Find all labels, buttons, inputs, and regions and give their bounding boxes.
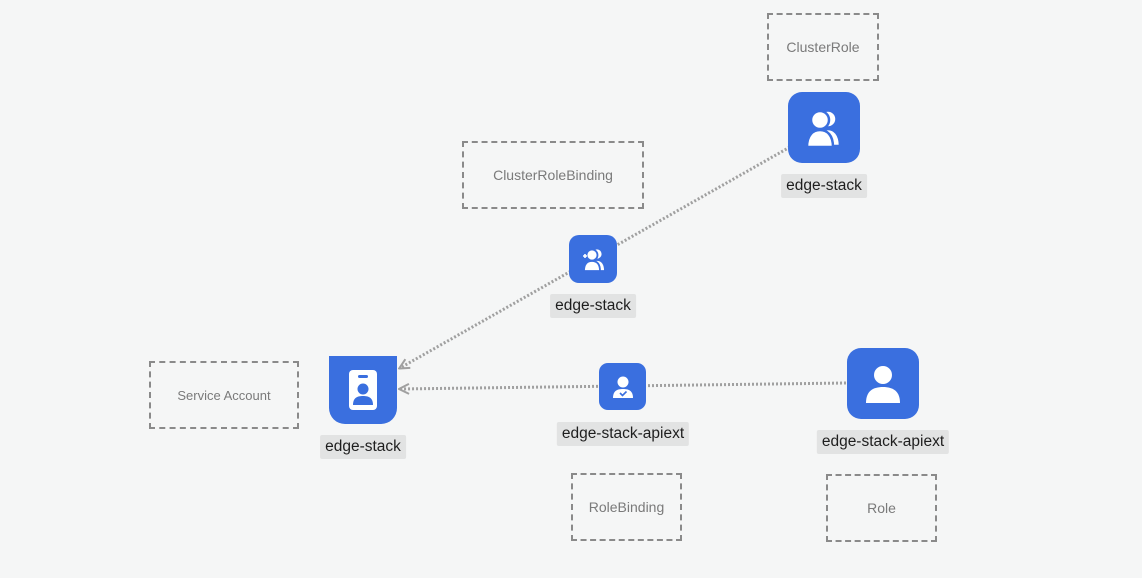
node-label-serviceaccount: edge-stack bbox=[320, 435, 406, 459]
kind-label-rolebinding: RoleBinding bbox=[588, 499, 665, 515]
node-clusterrolebinding[interactable] bbox=[569, 235, 617, 283]
users-group-icon bbox=[805, 108, 842, 148]
node-serviceaccount[interactable] bbox=[329, 356, 397, 424]
node-clusterrole[interactable] bbox=[788, 92, 860, 163]
node-label-clusterrole: edge-stack bbox=[781, 174, 867, 198]
kind-label-clusterrolebinding: ClusterRoleBinding bbox=[493, 167, 613, 183]
kind-box-rolebinding: RoleBinding bbox=[571, 473, 682, 541]
kind-label-clusterrole: ClusterRole bbox=[786, 39, 860, 55]
user-icon bbox=[866, 365, 900, 403]
node-label-role: edge-stack-apiext bbox=[816, 430, 950, 454]
kind-label-role: Role bbox=[867, 500, 896, 516]
id-badge-icon bbox=[349, 370, 377, 410]
kind-box-serviceaccount: Service Account bbox=[149, 361, 299, 429]
user-add-icon bbox=[583, 247, 606, 272]
kind-box-role: Role bbox=[826, 474, 937, 542]
node-label-rolebinding: edge-stack-apiext bbox=[556, 422, 690, 446]
node-label-clusterrolebinding: edge-stack bbox=[550, 294, 636, 318]
node-rolebinding[interactable] bbox=[599, 363, 646, 410]
kind-box-clusterrole: ClusterRole bbox=[767, 13, 879, 81]
kind-box-clusterrolebinding: ClusterRoleBinding bbox=[462, 141, 644, 209]
node-role[interactable] bbox=[847, 348, 919, 419]
kind-label-serviceaccount: Service Account bbox=[177, 387, 271, 403]
user-check-icon bbox=[612, 376, 633, 398]
